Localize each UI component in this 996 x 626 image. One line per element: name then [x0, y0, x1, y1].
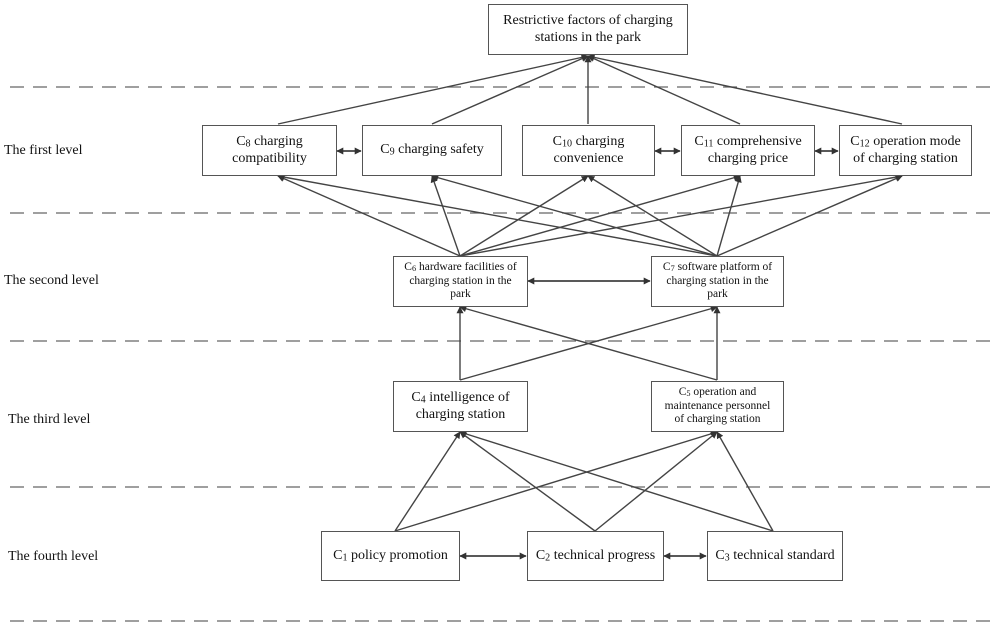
node-c6-symbol: C — [404, 260, 412, 273]
node-c7-text: software platform of — [674, 260, 773, 273]
arrow-c3-c5 — [716, 431, 774, 532]
node-c5: C5 operation and maintenance personnel o… — [651, 381, 784, 432]
node-c8-symbol: C — [236, 133, 246, 149]
arrow-c6-c9 — [430, 175, 461, 257]
node-c1-symbol: C — [333, 547, 343, 563]
level-label-fourth: The fourth level — [8, 549, 99, 564]
node-c3-subscript: 3 — [724, 552, 730, 564]
node-c1: C1 policy promotion — [321, 531, 460, 581]
node-c3: C3 technical standard — [707, 531, 843, 581]
node-c9-text: charging safety — [394, 142, 484, 158]
node-c11-text: comprehensive — [713, 133, 802, 149]
node-c4-text: charging station — [415, 406, 506, 422]
goal-node: Restrictive factors of charging stations… — [488, 4, 688, 55]
node-c6-text: charging station in the — [409, 274, 512, 287]
arrow-c9-goal — [431, 55, 589, 125]
arrow-c7-c12 — [716, 175, 903, 257]
arrow-c3-c4 — [459, 430, 774, 532]
node-c8: C8 charging compatibility — [202, 125, 337, 176]
node-c2-symbol: C — [535, 547, 546, 563]
node-c3-symbol: C — [715, 547, 725, 563]
node-c5-symbol: C — [678, 385, 687, 398]
node-c9: C9 charging safety — [362, 125, 502, 176]
node-c8-text: charging — [250, 133, 303, 149]
node-c5-subscript: 5 — [686, 389, 691, 399]
node-c5-text: operation and — [690, 385, 757, 398]
node-c7-text: park — [707, 288, 728, 301]
node-c10: C10 charging convenience — [522, 125, 655, 176]
node-c7-symbol: C — [662, 260, 671, 273]
arrow-c7-c9 — [431, 174, 718, 257]
arrow-c8-goal — [277, 53, 589, 125]
level-label-second: The second level — [4, 273, 99, 288]
node-c12-text: of charging station — [853, 150, 958, 166]
level-label-first: The first level — [4, 143, 83, 158]
arrow-c6-c10 — [459, 175, 589, 257]
node-c8-text: compatibility — [232, 150, 307, 166]
node-c3-text: technical standard — [729, 547, 835, 563]
goal-line2: stations in the park — [534, 29, 642, 45]
node-c11-subscript: 11 — [703, 138, 714, 150]
node-c10-subscript: 10 — [562, 138, 573, 150]
node-c4: C4 intelligence of charging station — [393, 381, 528, 432]
node-c6-text: park — [450, 288, 471, 301]
node-c7: C7 software platform of charging station… — [651, 256, 784, 307]
arrow-c7-c10 — [587, 175, 718, 257]
arrow-c7-c11 — [716, 175, 742, 257]
arrow-c6-c8 — [277, 175, 461, 257]
arrow-c1-c4 — [394, 431, 461, 532]
node-c4-symbol: C — [411, 389, 421, 405]
node-c2: C2 technical progress — [527, 531, 664, 581]
node-c9-subscript: 9 — [389, 146, 395, 158]
node-c12-symbol: C — [850, 133, 860, 149]
node-c10-text: convenience — [553, 150, 624, 166]
node-c8-subscript: 8 — [245, 138, 251, 150]
node-c5-text: maintenance personnel — [664, 399, 771, 412]
node-c6-subscript: 6 — [411, 264, 417, 274]
arrow-c2-c4 — [459, 431, 596, 532]
node-c2-text: technical progress — [550, 547, 656, 563]
arrow-c12-goal — [587, 53, 903, 125]
arrow-c11-goal — [587, 55, 741, 125]
node-c7-text: charging station in the — [666, 274, 769, 287]
node-c11-symbol: C — [694, 133, 704, 149]
level-label-third: The third level — [8, 412, 91, 427]
node-c12-text: operation mode — [869, 133, 961, 149]
arrow-c2-c5 — [594, 431, 718, 532]
node-c7-subscript: 7 — [670, 264, 675, 274]
node-c5-text: of charging station — [674, 413, 761, 426]
node-c6-text: hardware facilities of — [416, 260, 517, 273]
node-c4-subscript: 4 — [420, 394, 426, 406]
node-c6: C6 hardware facilities of charging stati… — [393, 256, 528, 307]
arrow-c1-c5 — [394, 430, 718, 532]
node-c9-symbol: C — [380, 142, 390, 158]
goal-line1: Restrictive factors of charging — [503, 12, 673, 28]
node-c10-symbol: C — [552, 133, 563, 149]
node-c4-text: intelligence of — [425, 389, 510, 405]
node-c10-text: charging — [572, 133, 625, 149]
arrow-c6-c11 — [459, 174, 741, 257]
node-c12: C12 operation mode of charging station — [839, 125, 972, 176]
node-c1-subscript: 1 — [342, 552, 348, 564]
arrow-c5-c6 — [459, 305, 718, 381]
node-c12-subscript: 12 — [859, 138, 870, 150]
arrow-c7-c8 — [277, 173, 718, 257]
node-c11: C11 comprehensive charging price — [681, 125, 815, 176]
node-c11-text: charging price — [707, 150, 789, 166]
node-c1-text: policy promotion — [347, 547, 448, 563]
arrow-c6-c12 — [459, 173, 903, 257]
node-c2-subscript: 2 — [545, 552, 551, 564]
